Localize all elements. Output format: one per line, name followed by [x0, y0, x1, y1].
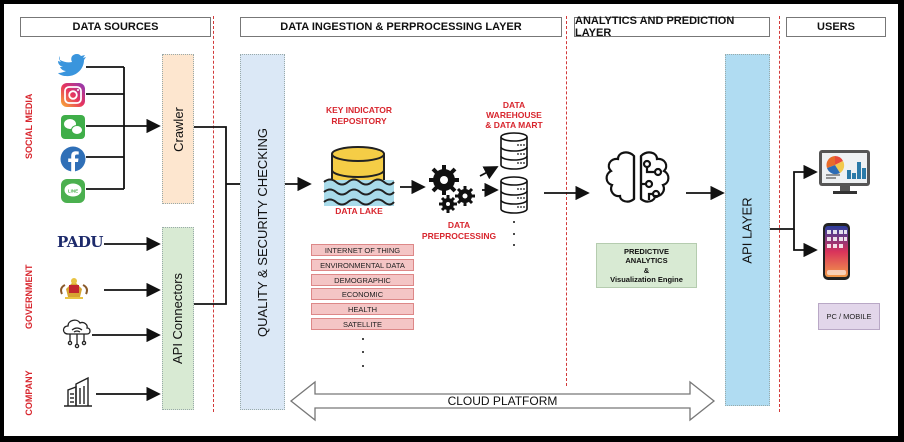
api-layer-box: API LAYER — [725, 54, 770, 406]
header-users: USERS — [786, 17, 886, 37]
quality-security-box: QUALITY & SECURITY CHECKING — [240, 54, 285, 410]
ellipsis-dot — [362, 365, 364, 367]
wechat-icon — [61, 115, 85, 139]
social-bus-lines — [86, 66, 161, 190]
lake-item: DEMOGRAPHIC — [311, 274, 414, 286]
lake-item: ECONOMIC — [311, 288, 414, 300]
label-line: WAREHOUSE — [486, 110, 542, 120]
arrow-gears-to-warehouse — [479, 166, 499, 180]
svg-text:LINE: LINE — [68, 189, 78, 194]
office-building-icon — [64, 376, 92, 407]
crawler-box: Crawler — [162, 54, 194, 204]
merge-lines — [194, 126, 240, 305]
label-data-preprocessing: DATA PREPROCESSING — [414, 220, 504, 242]
label-line: REPOSITORY — [331, 116, 387, 126]
separator-2 — [566, 16, 567, 386]
api-connectors-box: API Connectors — [162, 227, 194, 410]
cloud-network-icon — [62, 319, 91, 349]
predictive-line: Visualization Engine — [610, 275, 683, 284]
ellipsis-dot — [362, 351, 364, 353]
predictive-line: PREDICTIVE — [623, 246, 669, 256]
dashboard-monitor-icon — [819, 150, 870, 194]
pc-mobile-box: PC / MOBILE — [818, 303, 880, 330]
facebook-icon — [60, 146, 86, 172]
gears-icon — [429, 165, 475, 213]
architecture-diagram: DATA SOURCES DATA INGESTION & PERPROCESS… — [4, 4, 898, 436]
ellipsis-dot — [362, 338, 364, 340]
twitter-icon — [58, 54, 86, 77]
label-line: & DATA MART — [485, 120, 543, 130]
data-warehouse-icon — [500, 132, 528, 170]
line-icon: LINE — [61, 179, 85, 203]
brain-ai-icon — [605, 151, 670, 203]
separator-1 — [213, 16, 214, 412]
cloud-platform-arrow — [289, 380, 716, 422]
ellipsis-dot — [513, 233, 515, 235]
instagram-icon — [61, 83, 85, 107]
separator-3 — [779, 16, 780, 412]
lake-item: ENVIRONMENTAL DATA — [311, 259, 414, 271]
predictive-line: ANALYTICS — [625, 256, 668, 265]
label-line: KEY INDICATOR — [325, 105, 393, 115]
data-mart-icon — [500, 176, 528, 214]
cloud-platform-label: CLOUD PLATFORM — [447, 394, 558, 408]
header-data-sources: DATA SOURCES — [20, 17, 211, 37]
header-analytics-layer: ANALYTICS AND PREDICTION LAYER — [574, 15, 770, 39]
api-to-users-lines — [770, 164, 818, 258]
predictive-analytics-box: PREDICTIVE ANALYTICS & Visualization Eng… — [596, 243, 697, 288]
padu-logo: PADU — [57, 233, 103, 251]
label-data-lake: DATA LAKE — [335, 206, 383, 216]
label-line: DATA — [502, 100, 526, 110]
ellipsis-dot — [513, 221, 515, 223]
data-lake-icon — [323, 146, 395, 206]
lake-item: INTERNET OF THING — [311, 244, 414, 256]
malaysia-coat-of-arms-icon — [60, 278, 88, 299]
ellipsis-dot — [513, 244, 515, 246]
label-key-indicator-repository: KEY INDICATOR REPOSITORY — [319, 105, 399, 127]
predictive-line: & — [643, 265, 650, 275]
label-line: PREPROCESSING — [421, 231, 497, 241]
label-line: DATA — [447, 220, 471, 230]
connectors-layer: LINE — [58, 54, 870, 422]
label-data-warehouse-mart: DATA WAREHOUSE & DATA MART — [474, 100, 554, 130]
lake-item: SATELLITE — [311, 318, 414, 330]
mobile-phone-icon — [823, 223, 850, 280]
lake-item: HEALTH — [311, 303, 414, 315]
header-ingestion-layer: DATA INGESTION & PERPROCESSING LAYER — [240, 17, 562, 37]
